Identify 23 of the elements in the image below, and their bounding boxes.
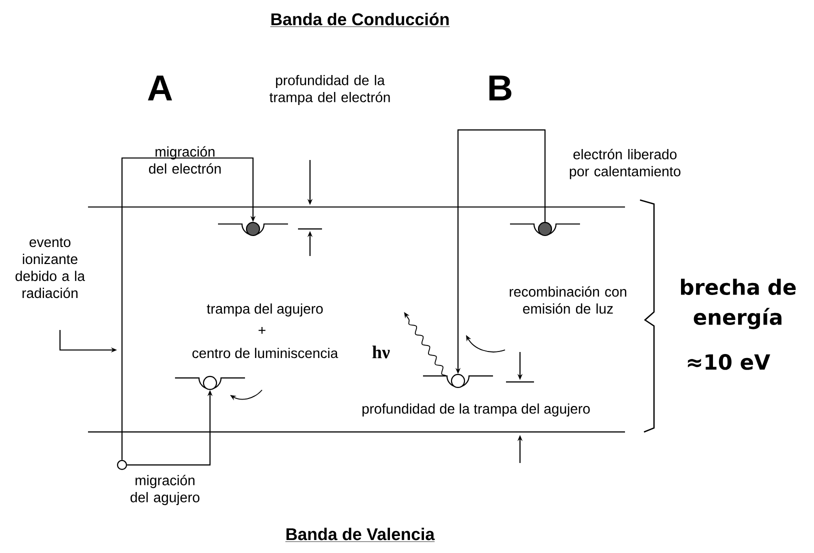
annotation-text: trampa del agujero xyxy=(206,303,323,316)
hole-circle xyxy=(116,460,128,470)
annotation-text: + xyxy=(258,326,266,334)
title-text: Banda de Conducción xyxy=(270,12,450,27)
annotation-text: recombinación con emisión de luz xyxy=(510,286,626,314)
edge-label: electrón liberado por calentamiento xyxy=(570,148,680,180)
energy-gap-value: ≈10 eV xyxy=(688,354,770,370)
panel-letter: A xyxy=(148,76,172,100)
hole-circle xyxy=(450,374,466,388)
electron-circle xyxy=(538,222,552,236)
panel-letter: B xyxy=(489,76,512,100)
edge-label: migración del electrón xyxy=(149,146,221,174)
energy-gap-label: brecha de energía xyxy=(681,278,796,330)
hole-circle xyxy=(202,376,218,390)
electron-circle xyxy=(246,222,260,236)
annotation-text: centro de luminiscencia xyxy=(192,348,338,358)
annotation-text: evento ionizante debido a la radiación xyxy=(16,238,86,298)
annotation-text: profundidad de la trampa del electrón xyxy=(270,74,390,105)
edge-label: migración del agujero xyxy=(130,474,200,506)
title-text: Banda de Valencia xyxy=(285,528,435,542)
arrow xyxy=(121,157,256,460)
photon-symbol: hν xyxy=(372,346,390,358)
annotation-text: profundidad de la trampa del agujero xyxy=(362,403,590,416)
